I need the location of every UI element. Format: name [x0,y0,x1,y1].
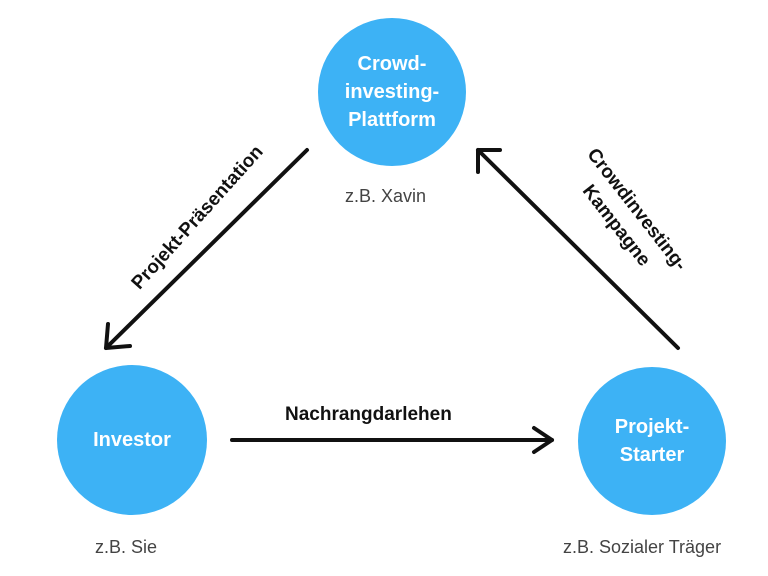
arrowhead-platform [476,148,502,174]
caption-platform: z.B. Xavin [345,186,427,206]
arrow-platform-to-investor [104,148,309,350]
caption-starter: z.B. Sozialer Träger [563,537,722,557]
edge-label-subordinated-loan: Nachrangdarlehen [285,404,452,425]
node-crowdinvesting-platform: Crowd- investing- Plattform [318,18,466,166]
node-platform-label: Crowd- investing- Plattform [344,53,440,131]
arrowhead-investor [104,322,132,350]
node-investor-label: Investor [93,429,171,451]
node-project-starter: Projekt- Starter [578,367,726,515]
arrowhead-starter [532,426,554,454]
arrow-starter-to-platform [476,148,680,350]
node-starter-label: Projekt- Starter [614,416,690,466]
caption-investor: z.B. Sie [95,537,158,557]
node-investor: Investor [57,365,207,515]
